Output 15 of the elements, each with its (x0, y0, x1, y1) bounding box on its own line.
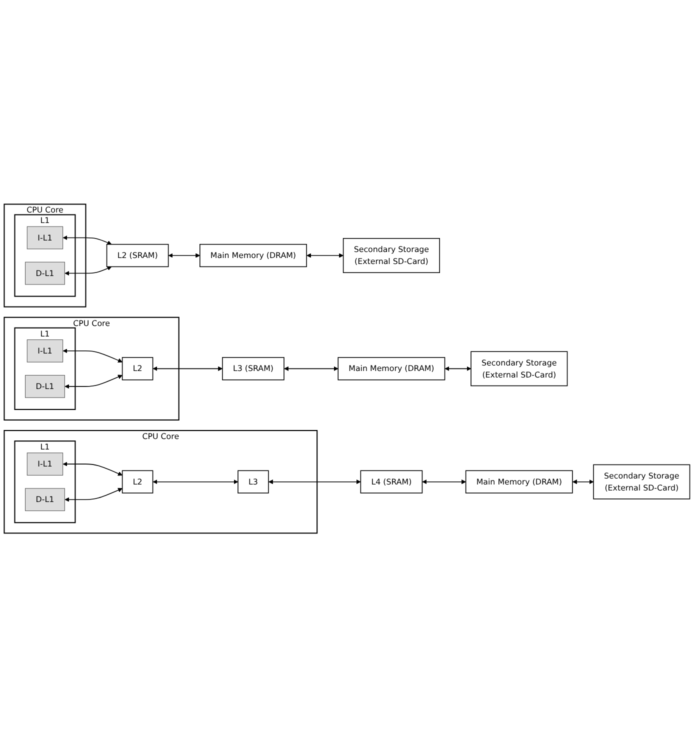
arrow (572, 480, 594, 484)
arrow (422, 480, 466, 484)
arrow (306, 254, 344, 258)
arrow (62, 236, 112, 246)
arrow (444, 366, 472, 372)
arrow (284, 366, 338, 372)
arrow (64, 375, 123, 390)
arrow (62, 348, 123, 363)
arrow (152, 366, 223, 372)
arrow (168, 254, 200, 258)
arrow (64, 266, 112, 276)
arrow (62, 462, 123, 476)
arrow (64, 488, 123, 502)
arrow (268, 480, 361, 484)
arrow (152, 480, 238, 484)
